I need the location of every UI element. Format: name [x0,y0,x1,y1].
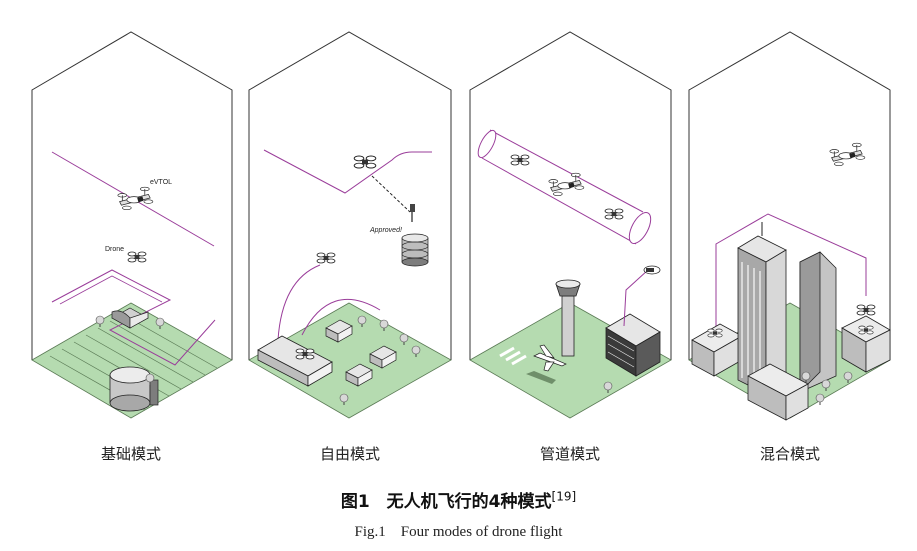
slanted-tower [799,251,837,393]
panel-free-mode: Approved! [248,31,452,419]
panel-2-ground [248,302,452,419]
panel-1-frame [31,31,233,360]
panel-label-pipe: 管道模式 [539,445,600,463]
panel-basic-mode: eVTOL Drone [31,31,233,419]
flight-corridor-tube [477,129,652,245]
low-building-left [691,323,743,377]
caption-reference: [19] [551,489,577,504]
round-building [109,366,159,412]
panel-mixed-mode [688,31,891,421]
low-building-right [841,315,891,373]
front-block-building [747,363,809,421]
tree [815,393,825,406]
terminal-building [605,313,661,377]
evtol-aircraft [548,172,585,197]
drone-icon [127,251,147,263]
panel-2-flight-path [263,149,432,194]
panel-4-frame [688,31,891,360]
skyscraper [737,222,787,395]
drone-icon [856,304,876,316]
panel-label-basic: 基础模式 [100,445,161,463]
airplane-icon [533,344,567,372]
antenna-icon [410,204,415,222]
evtol-label: eVTOL [150,179,172,186]
signal-link [371,175,411,213]
panel-1-ground-path-inner [59,275,163,305]
panel-2-path-a [277,264,321,341]
hangar-building [111,307,149,329]
drone-icon [510,154,530,166]
panel-pipe-mode [469,31,672,419]
panel-3-path [623,269,649,327]
figure-caption-cn: 图1 无人机飞行的4种模式[19] [0,487,917,512]
delivery-drone-icon [643,265,661,275]
drone-icon [353,155,377,169]
drone-icon [604,208,624,220]
figure-caption-en: Fig.1 Four modes of drone flight [354,524,563,540]
panel-2-path-b [301,298,381,336]
approved-label: Approved! [369,227,402,234]
evtol-aircraft [829,142,866,167]
server-database-icon [401,233,429,267]
warehouse-building [257,335,333,387]
panel-label-mixed: 混合模式 [759,445,820,463]
drone-label: Drone [105,246,124,253]
caption-cn-text: 图1 无人机飞行的4种模式 [340,492,552,512]
control-tower [555,279,581,357]
airplane-shadow [526,371,556,384]
panel-3-frame [469,31,672,360]
runway-markings [499,346,527,366]
panel-4-flight-path [715,213,867,326]
panel-label-free: 自由模式 [319,445,380,463]
evtol-aircraft [117,186,154,211]
drone-icon [316,252,336,264]
panel-2-frame [248,31,452,360]
